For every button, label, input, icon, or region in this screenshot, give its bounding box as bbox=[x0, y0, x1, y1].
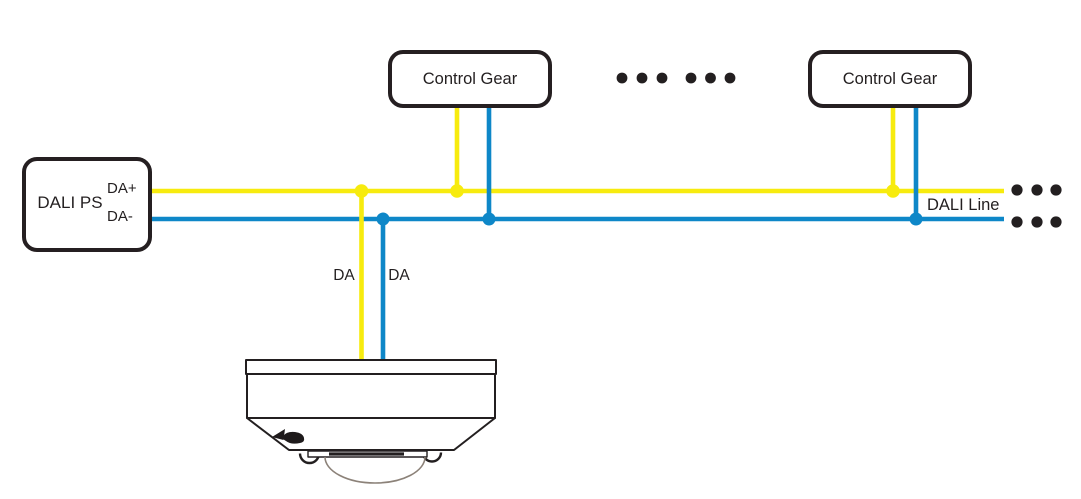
control-gear-left-box bbox=[388, 50, 552, 108]
dali-ps-label: DALI PS bbox=[37, 193, 103, 212]
dali-ps-box bbox=[22, 157, 152, 252]
sensor-da-plus-drop-label: DA bbox=[333, 267, 355, 284]
da-plus-terminal-label: DA+ bbox=[107, 180, 137, 197]
sensor-mount-plate bbox=[245, 359, 497, 375]
right-continuation-ellipsis-icon bbox=[1011, 184, 1062, 228]
dali-line-label: DALI Line bbox=[927, 196, 1000, 214]
da-minus-junction-dots bbox=[376, 212, 923, 226]
sensor-da-minus-drop-label: DA bbox=[388, 267, 410, 284]
da-minus-terminal-label: DA- bbox=[107, 208, 133, 225]
sensor-skirt bbox=[246, 417, 496, 451]
control-gear-right-box bbox=[808, 50, 972, 108]
unlock-arrow-mark bbox=[272, 429, 305, 444]
ceiling-dome-sensor-icon bbox=[245, 359, 497, 484]
sensor-dome bbox=[324, 456, 426, 484]
control-gear-left-label: Control Gear bbox=[422, 70, 518, 88]
sensor-body bbox=[246, 373, 496, 419]
mid-continuation-ellipsis-icon bbox=[616, 72, 736, 84]
da-plus-junction-dots bbox=[354, 184, 900, 198]
control-gear-right-label: Control Gear bbox=[842, 70, 938, 88]
